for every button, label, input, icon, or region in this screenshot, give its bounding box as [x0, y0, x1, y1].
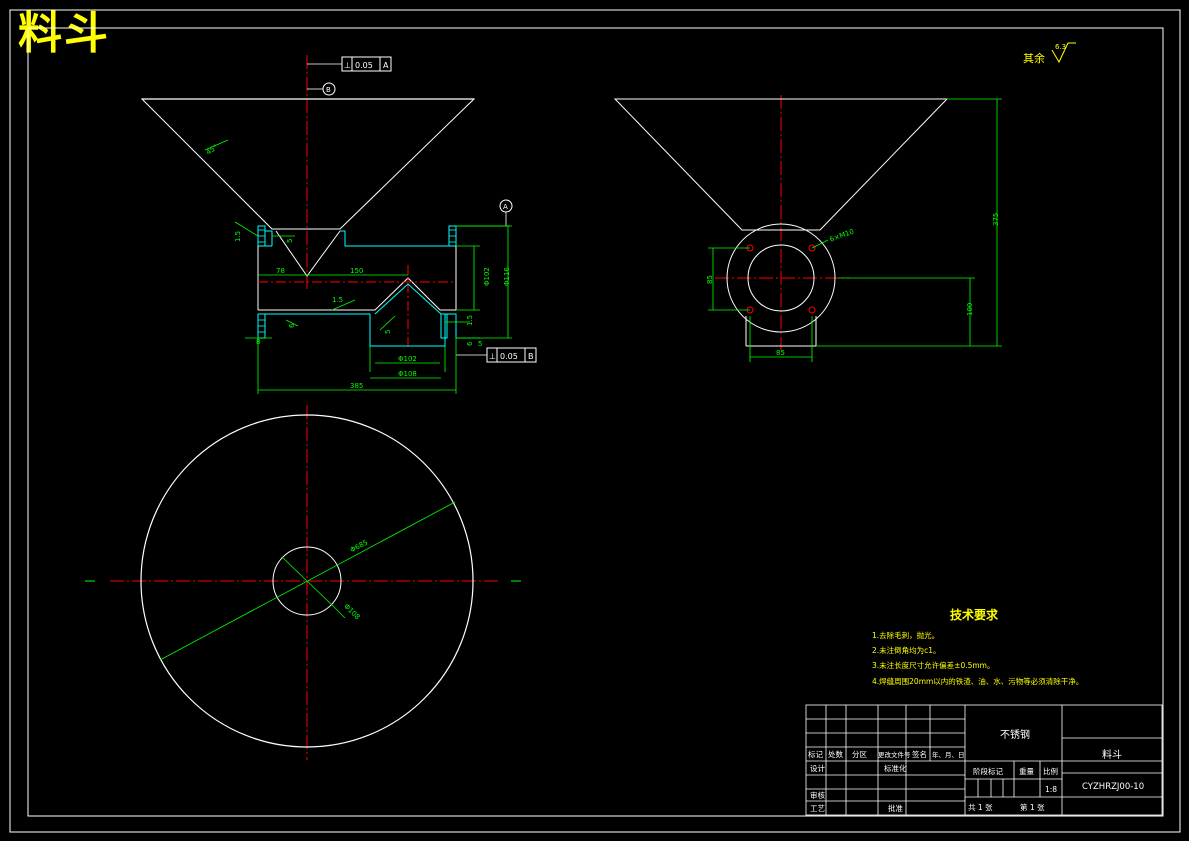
tb-header-date: 年、月、日 — [932, 750, 965, 759]
dim-mid-span: 150 — [350, 267, 363, 275]
dim-dia-116: Φ116 — [503, 267, 511, 286]
tb-review: 审核 — [810, 790, 825, 800]
dim-left-85: 85 — [706, 275, 714, 284]
tb-sheet-no: 第 1 张 — [1020, 802, 1045, 812]
top-tolerance-datum: A — [383, 61, 389, 70]
svg-text:⊥: ⊥ — [344, 61, 351, 70]
tech-item-3: 3.未注长度尺寸允许偏差±0.5mm。 — [872, 660, 994, 670]
dim-holes: 6×M10 — [829, 228, 855, 244]
outer-frame — [9, 9, 1181, 833]
dim-total-width: 385 — [350, 382, 363, 390]
tb-scale-label: 比例 — [1043, 766, 1058, 776]
svg-text:⊥: ⊥ — [489, 352, 496, 361]
tech-item-4: 4.焊缝周围20mm以内的铁渣、油、水、污物等必须清除干净。 — [872, 676, 1083, 686]
tb-part-name: 料斗 — [1102, 748, 1122, 761]
plan-view: Φ685 Φ108 — [85, 405, 521, 760]
tb-header-count: 处数 — [828, 749, 843, 759]
inner-frame — [27, 27, 1164, 817]
front-cone-outline — [140, 98, 476, 230]
roughness-label: 其余 — [1023, 51, 1045, 65]
tb-standardize: 标准化 — [884, 763, 907, 773]
tb-drawing-number: CYZHRZJ00-10 — [1082, 782, 1144, 792]
side-cone-outline — [613, 98, 949, 231]
tb-header-change-doc: 更改文件号 — [878, 750, 911, 759]
datum-b-label: B — [326, 86, 331, 94]
tb-header-sign: 签名 — [912, 749, 927, 759]
tb-header-zone: 分区 — [852, 750, 867, 759]
dim-bottom-left-step: 6 — [288, 323, 296, 328]
tech-title: 技术要求 — [950, 607, 999, 622]
tech-requirements: 技术要求 1.去除毛刺，抛光。 2.未注倒角均为c1。 3.未注长度尺寸允许偏差… — [872, 607, 1083, 686]
dim-dia-102: Φ102 — [483, 267, 491, 286]
dim-height-lower: 100 — [966, 303, 974, 316]
dim-height-total: 375 — [992, 213, 1000, 226]
bottom-tolerance-value: 0.05 — [500, 352, 518, 361]
side-flange-inner — [747, 244, 815, 312]
tb-stage-marks: 阶段标记 — [973, 766, 1003, 776]
dim-dia-102-bottom: Φ102 — [398, 355, 417, 363]
plan-inner-circle — [272, 546, 342, 616]
bottom-geometric-tolerance: ⊥ 0.05 B — [456, 347, 537, 363]
dim-dia-108: Φ108 — [398, 370, 417, 378]
tech-item-1: 1.去除毛刺，抛光。 — [872, 630, 939, 640]
dim-bottom-right-step: 6 — [466, 341, 474, 346]
tb-approve: 批准 — [888, 803, 903, 813]
roughness-symbol: 其余 6.3 — [1023, 42, 1076, 65]
dim-top-left-thickness: 1.5 — [234, 231, 242, 242]
bottom-tolerance-datum: B — [528, 352, 534, 361]
dim-plan-dia-108: Φ108 — [342, 602, 361, 621]
tb-header-mark: 标记 — [808, 749, 823, 759]
tb-process: 工艺 — [810, 804, 825, 813]
side-flange-outer — [726, 223, 836, 333]
front-view: B ⊥ 0.05 A A ⊥ 0.05 B — [140, 55, 537, 394]
tb-material: 不锈钢 — [1000, 728, 1030, 741]
dim-top-step: 5 — [286, 239, 294, 243]
tech-item-2: 2.未注倒角均为c1。 — [872, 645, 941, 655]
dim-bottom-right-thickness: 1.5 — [466, 315, 474, 326]
dim-left-offset: 78 — [276, 267, 285, 275]
title-block — [805, 704, 1163, 816]
dim-right-step: 5 — [478, 340, 482, 348]
drawing-banner-title: 料斗 — [18, 8, 110, 59]
tb-design: 设计 — [810, 763, 825, 773]
tb-weight: 重量 — [1019, 767, 1035, 776]
dim-bottom-mid-step: 5 — [384, 330, 392, 334]
top-geometric-tolerance: ⊥ 0.05 A — [307, 56, 392, 72]
tb-sheets: 共 1 张 — [968, 803, 993, 812]
dim-inner-slope-thickness: 1.5 — [332, 296, 343, 304]
plan-outer-circle — [140, 414, 474, 748]
dim-cone-angle: 45° — [205, 143, 220, 157]
dim-plan-dia-685: Φ685 — [349, 538, 369, 554]
datum-a-label: A — [503, 203, 508, 211]
tb-scale: 1:8 — [1045, 785, 1057, 794]
dim-bottom-85: 85 — [776, 349, 785, 357]
top-tolerance-value: 0.05 — [355, 61, 373, 70]
roughness-value: 6.3 — [1055, 43, 1066, 51]
side-view: 6×M10 375 100 85 85 — [613, 95, 1002, 362]
dim-left-bottom: 8 — [256, 338, 260, 346]
